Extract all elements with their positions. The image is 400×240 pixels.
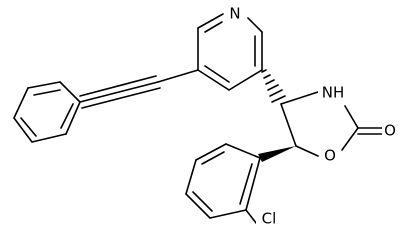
bond (60, 103, 74, 129)
alkyne-linker (79, 69, 199, 109)
bond (263, 74, 271, 79)
bond (239, 163, 253, 205)
bond (269, 89, 283, 97)
ring-oxygen-label: O (324, 147, 336, 165)
bond (31, 133, 67, 143)
bond (280, 103, 297, 147)
bond (79, 81, 159, 103)
bond (341, 127, 359, 151)
bond (197, 69, 230, 91)
chlorine-label: Cl (262, 210, 277, 228)
amide-nh-label: NH (322, 84, 345, 102)
bond (209, 209, 247, 219)
label-background (320, 146, 340, 166)
bond (204, 21, 223, 33)
bond (33, 89, 61, 96)
pyridine-nitrogen-label: N (229, 5, 240, 23)
bond (13, 117, 33, 143)
chlorophenyl-ring (185, 143, 261, 229)
oxazolidinone-ring (261, 69, 391, 157)
bond (265, 79, 275, 85)
bond (185, 193, 211, 219)
label-background (226, 4, 244, 24)
atom-labels: N NH O O Cl (226, 4, 400, 230)
bond (185, 159, 197, 195)
bond (228, 69, 263, 91)
bond (192, 191, 213, 212)
bond (225, 143, 261, 159)
bond (65, 101, 81, 135)
label-background (382, 120, 400, 140)
bond (271, 95, 286, 103)
bond (197, 13, 224, 29)
phenyl-ring (13, 81, 81, 143)
bond (261, 69, 267, 73)
molecule-structure: N NH O O Cl (13, 4, 400, 230)
bond (13, 87, 29, 119)
bond (344, 105, 359, 129)
label-background (318, 82, 348, 102)
bond (201, 151, 225, 165)
bond (195, 143, 227, 161)
bond (27, 81, 61, 89)
bond (79, 75, 157, 97)
bond (280, 91, 319, 105)
hashed-wedge-bond (261, 69, 286, 103)
wedge-bond (258, 146, 296, 162)
bond (204, 65, 230, 83)
label-background (256, 212, 280, 230)
bond (295, 145, 319, 157)
bond (81, 87, 161, 109)
bond (20, 117, 37, 137)
carbonyl-oxygen-label: O (384, 122, 396, 140)
pyridine-ring (197, 13, 263, 91)
bond (247, 17, 263, 33)
bond (59, 81, 81, 103)
bond (157, 69, 199, 83)
bond (245, 157, 261, 211)
bond (267, 84, 279, 91)
